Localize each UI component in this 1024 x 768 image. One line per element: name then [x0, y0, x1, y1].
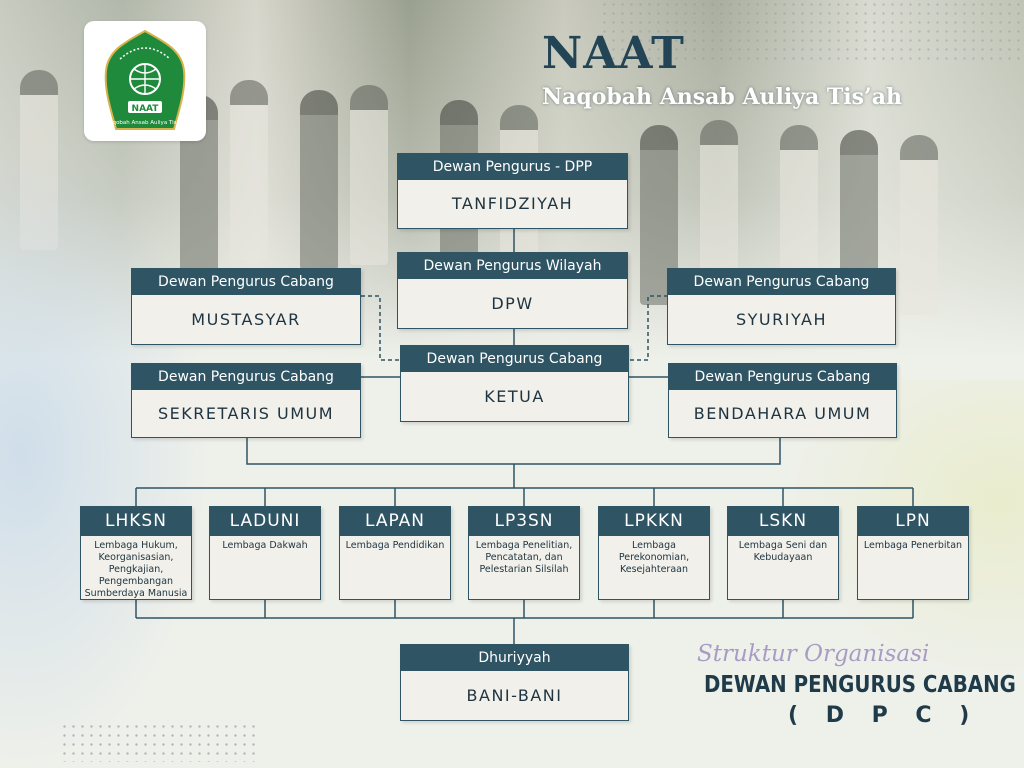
- box-sekretaris: Dewan Pengurus Cabang SEKRETARIS UMUM: [131, 363, 361, 438]
- lembaga-desc: Lembaga Seni dan Kebudayaan: [738, 540, 828, 563]
- box-lembaga-laduni: LADUNI Lembaga Dakwah: [209, 506, 321, 600]
- lembaga-desc: Lembaga Penerbitan: [863, 540, 963, 551]
- decor-dots: [60, 722, 260, 762]
- lembaga-code: LPN: [858, 507, 968, 536]
- decor-gradient: [0, 140, 210, 768]
- brand-subtitle: Naqobah Ansab Auliya Tis’ah: [542, 84, 902, 110]
- box-lembaga-lpkkn: LPKKN Lembaga Perekonomian, Kesejahteraa…: [598, 506, 710, 600]
- lembaga-code: LPKKN: [599, 507, 709, 536]
- box-lembaga-lapan: LAPAN Lembaga Pendidikan: [339, 506, 451, 600]
- box-dpw: Dewan Pengurus Wilayah DPW: [397, 252, 628, 329]
- crowd-figure: [230, 80, 268, 260]
- naat-logo: NAAT Naqobah Ansab Auliya Tis'ah: [104, 29, 185, 130]
- lembaga-code: LHKSN: [81, 507, 191, 536]
- box-syuriyah-header: Dewan Pengurus Cabang: [668, 269, 895, 295]
- box-syuriyah: Dewan Pengurus Cabang SYURIYAH: [667, 268, 896, 345]
- connector-syuriyah-dashed: [629, 295, 668, 361]
- svg-text:Naqobah Ansab Auliya Tis'ah: Naqobah Ansab Auliya Tis'ah: [105, 120, 185, 126]
- box-bendahara: Dewan Pengurus Cabang BENDAHARA UMUM: [668, 363, 897, 438]
- box-dhuriyyah-header: Dhuriyyah: [401, 645, 628, 671]
- caption-abbr: ( D P C ): [788, 703, 980, 728]
- box-syuriyah-body: SYURIYAH: [736, 309, 827, 329]
- connector-bottom-bar: [246, 438, 781, 465]
- caption-main: DEWAN PENGURUS CABANG: [704, 672, 1016, 698]
- box-dhuriyyah: Dhuriyyah BANI-BANI: [400, 644, 629, 721]
- caption-script: Struktur Organisasi: [697, 641, 930, 667]
- connector-mustasyar-dashed: [361, 295, 400, 361]
- box-dpw-body: DPW: [491, 293, 534, 313]
- box-bendahara-header: Dewan Pengurus Cabang: [669, 364, 896, 390]
- box-dpp: Dewan Pengurus - DPP TANFIDZIYAH: [397, 153, 628, 229]
- box-mustasyar-header: Dewan Pengurus Cabang: [132, 269, 360, 295]
- lembaga-desc: Lembaga Dakwah: [222, 540, 308, 551]
- crowd-figure: [300, 90, 338, 270]
- crowd-figure: [350, 85, 388, 265]
- logo-card: NAAT Naqobah Ansab Auliya Tis'ah: [84, 21, 206, 141]
- box-lembaga-lpn: LPN Lembaga Penerbitan: [857, 506, 969, 600]
- box-bendahara-body: BENDAHARA UMUM: [693, 403, 872, 423]
- box-mustasyar-body: MUSTASYAR: [191, 309, 301, 329]
- lembaga-code: LAPAN: [340, 507, 450, 536]
- box-lembaga-lhksn: LHKSN Lembaga Hukum, Keorganisasian, Pen…: [80, 506, 192, 600]
- box-sekretaris-header: Dewan Pengurus Cabang: [132, 364, 360, 390]
- box-dhuriyyah-body: BANI-BANI: [466, 685, 563, 705]
- lembaga-desc: Lembaga Pendidikan: [345, 540, 445, 551]
- box-lembaga-lskn: LSKN Lembaga Seni dan Kebudayaan: [727, 506, 839, 600]
- crowd-figure: [20, 70, 58, 250]
- box-lembaga-lp3sn: LP3SN Lembaga Penelitian, Pencatatan, da…: [468, 506, 580, 600]
- box-dpp-body: TANFIDZIYAH: [451, 194, 574, 213]
- lembaga-desc: Lembaga Penelitian, Pencatatan, dan Pele…: [475, 540, 573, 575]
- decor-dots: [600, 0, 1020, 60]
- box-ketua: Dewan Pengurus Cabang KETUA: [400, 345, 629, 422]
- brand-title: NAAT: [542, 28, 685, 79]
- box-mustasyar: Dewan Pengurus Cabang MUSTASYAR: [131, 268, 361, 345]
- box-ketua-body: KETUA: [484, 386, 545, 406]
- lembaga-code: LSKN: [728, 507, 838, 536]
- box-sekretaris-body: SEKRETARIS UMUM: [157, 403, 335, 423]
- svg-text:NAAT: NAAT: [132, 104, 160, 114]
- box-dpw-header: Dewan Pengurus Wilayah: [398, 253, 627, 279]
- lembaga-desc: Lembaga Perekonomian, Kesejahteraan: [618, 540, 690, 575]
- lembaga-desc: Lembaga Hukum, Keorganisasian, Pengkajia…: [84, 540, 188, 599]
- crowd-figure: [900, 135, 938, 315]
- lembaga-code: LP3SN: [469, 507, 579, 536]
- box-dpp-header: Dewan Pengurus - DPP: [398, 154, 627, 180]
- box-ketua-header: Dewan Pengurus Cabang: [401, 346, 628, 372]
- lembaga-code: LADUNI: [210, 507, 320, 536]
